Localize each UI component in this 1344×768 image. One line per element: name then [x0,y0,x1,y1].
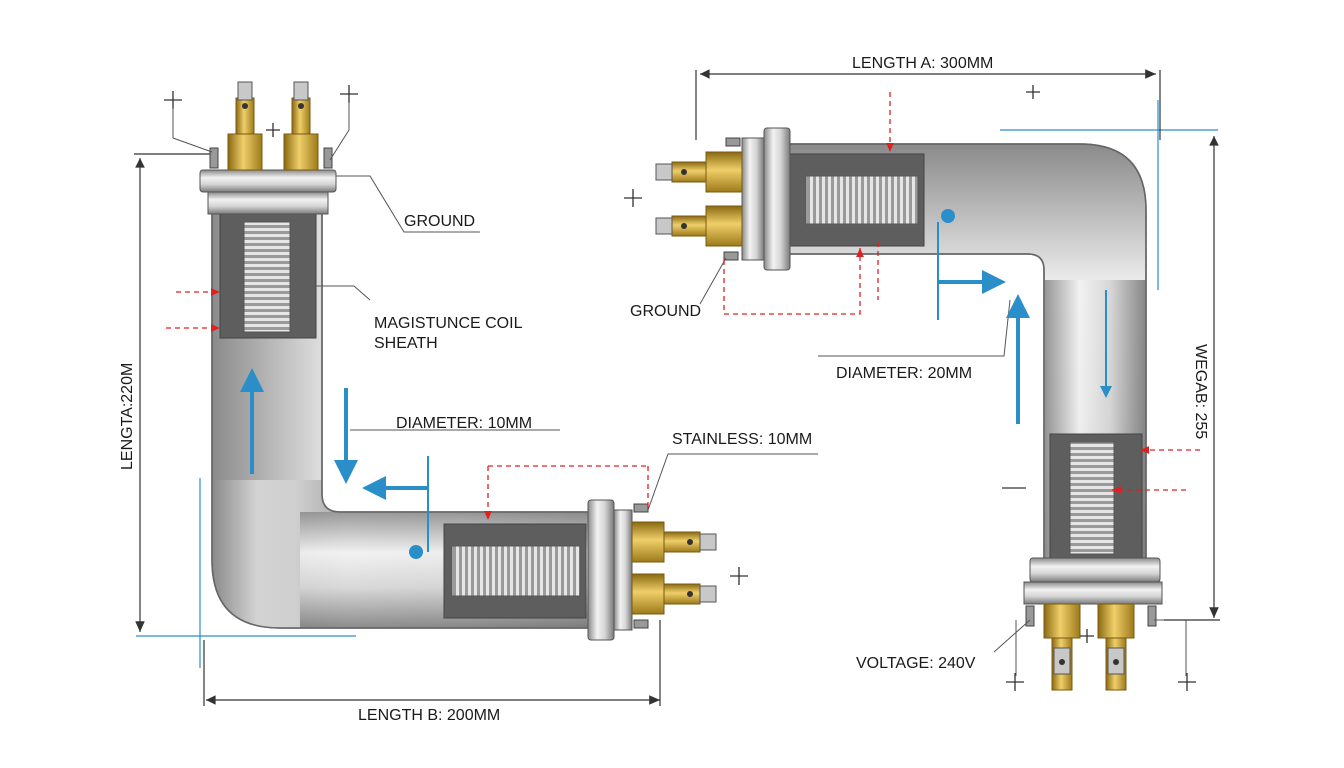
left-sheath-label: SHEATH [374,335,438,352]
left-end-flange [587,499,615,641]
right-bottom-terminals [1025,603,1157,691]
right-bottom-flange [1029,557,1161,583]
right-voltage-label: VOLTAGE: 240V [856,655,976,672]
left-plus-marks [164,85,748,585]
left-length-b-label: LENGTH B: 200MM [358,707,500,724]
right-coil-horizontal [805,175,919,225]
left-top-terminals [209,81,333,171]
right-coil-vertical [1069,441,1115,555]
right-blue-dot [941,209,955,223]
left-diameter-label: DIAMETER: 10MM [396,415,532,432]
left-heater: GROUND MAGISTUNCE COIL SHEATH DIAMETER: … [119,81,818,724]
left-coil-vertical [243,221,291,333]
right-ground-label: GROUND [630,303,701,320]
left-length-vertical-label: LENGTA:220M [119,363,136,470]
left-blue-dot [409,545,423,559]
right-mirrored-label: WEGAB: 255 [1192,344,1209,439]
left-coil-horizontal [451,545,581,597]
left-stainless-label: STAINLESS: 10MM [672,431,812,448]
right-left-terminals [655,137,743,261]
left-coil-label: MAGISTUNCE COIL [374,315,523,332]
right-left-flange [763,127,791,271]
left-top-flange [199,169,337,193]
right-plus-marks [624,85,1196,691]
left-end-terminals [631,503,717,629]
right-diameter-label: DIAMETER: 20MM [836,365,972,382]
right-length-a-label: LENGTH A: 300MM [852,55,993,72]
right-heater: LENGTH A: 300MM GROUND DIAMETER: 20MM VO… [624,55,1220,691]
left-ground-label: GROUND [404,213,475,230]
